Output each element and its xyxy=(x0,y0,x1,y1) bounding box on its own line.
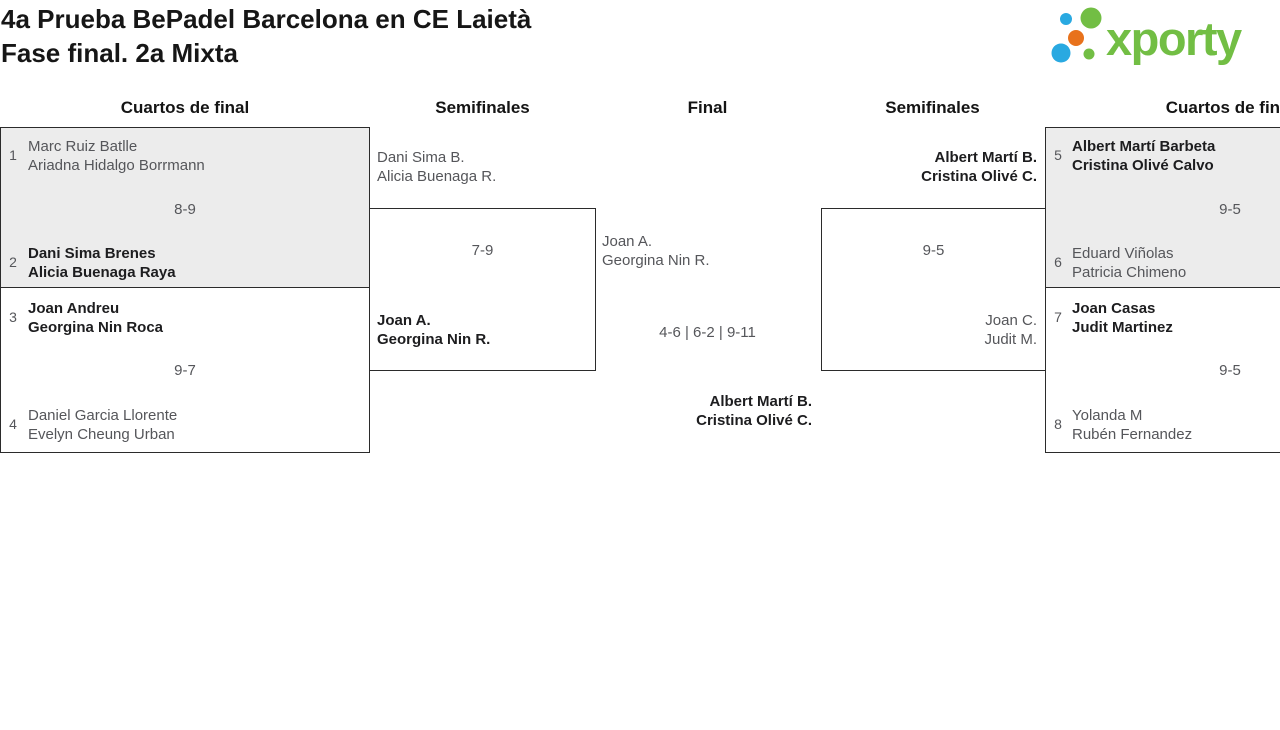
match-score: 9-5 xyxy=(1219,362,1241,379)
player-name: Cristina Olivé Calvo xyxy=(1072,157,1214,174)
team-pair: Albert Martí B. Cristina Olivé C. xyxy=(595,392,812,430)
player-name: Judit Martinez xyxy=(1072,319,1173,336)
match-score: 9-7 xyxy=(174,362,196,379)
team-pair: Marc Ruiz Batlle Ariadna Hidalgo Borrman… xyxy=(28,137,205,175)
team-pair: Albert Martí B. Cristina Olivé C. xyxy=(821,148,1037,186)
player-name: Alicia Buenaga Raya xyxy=(28,264,176,281)
player-name: Marc Ruiz Batlle xyxy=(28,138,138,155)
match-box-qf-right-bottom[interactable] xyxy=(1045,287,1280,453)
page-title: 4a Prueba BePadel Barcelona en CE Laietà xyxy=(1,4,532,34)
player-name: Judit M. xyxy=(984,331,1037,348)
logo-wordmark: xporty xyxy=(1106,12,1242,65)
xporty-logo[interactable]: xporty xyxy=(1046,2,1280,70)
player-name: Joan A. xyxy=(377,312,431,329)
player-name: Albert Martí B. xyxy=(709,393,812,410)
team-pair: Albert Martí Barbeta Cristina Olivé Calv… xyxy=(1072,137,1215,175)
match-score: 9-5 xyxy=(1219,201,1241,218)
seed-number: 6 xyxy=(1054,254,1062,270)
player-name: Cristina Olivé C. xyxy=(921,168,1037,185)
seed-number: 8 xyxy=(1054,416,1062,432)
team-pair: Joan A. Georgina Nin R. xyxy=(602,232,710,270)
match-box-qf-left-top[interactable] xyxy=(0,127,370,288)
player-name: Rubén Fernandez xyxy=(1072,426,1193,443)
seed-number: 1 xyxy=(9,147,17,163)
match-box-qf-right-top[interactable] xyxy=(1045,127,1280,288)
team-pair: Joan Casas Judit Martinez xyxy=(1072,299,1173,337)
player-name: Georgina Nin Roca xyxy=(28,319,164,336)
player-name: Albert Martí B. xyxy=(934,149,1037,166)
team-pair: Yolanda M Rubén Fernandez xyxy=(1072,406,1192,444)
team-pair: Joan Andreu Georgina Nin Roca xyxy=(28,299,163,337)
match-box-sf-left[interactable] xyxy=(369,208,596,371)
team-pair: Eduard Viñolas Patricia Chimeno xyxy=(1072,244,1186,282)
player-name: Joan C. xyxy=(985,312,1037,329)
player-name: Eduard Viñolas xyxy=(1072,245,1174,262)
match-score: 7-9 xyxy=(471,242,494,259)
page-subtitle: Fase final. 2a Mixta xyxy=(1,38,238,68)
player-name: Patricia Chimeno xyxy=(1072,264,1187,281)
xporty-logo-icon: xporty xyxy=(1051,7,1244,65)
match-box-qf-left-bottom[interactable] xyxy=(0,287,370,453)
player-name: Alicia Buenaga R. xyxy=(377,168,497,185)
match-score: 4-6 | 6-2 | 9-11 xyxy=(659,324,756,341)
player-name: Dani Sima B. xyxy=(377,149,465,166)
player-name: Evelyn Cheung Urban xyxy=(28,426,175,443)
player-name: Joan Andreu xyxy=(28,300,120,317)
logo-dot-green-large xyxy=(1080,7,1102,29)
round-header-final: Final xyxy=(687,98,728,117)
player-name: Georgina Nin R. xyxy=(377,331,491,348)
player-name: Albert Martí Barbeta xyxy=(1072,138,1216,155)
player-name: Joan A. xyxy=(602,233,653,250)
player-name: Cristina Olivé C. xyxy=(696,412,812,429)
team-pair: Dani Sima Brenes Alicia Buenaga Raya xyxy=(28,244,176,282)
logo-dot-orange xyxy=(1068,30,1084,46)
match-score: 9-5 xyxy=(922,242,945,259)
round-header-left-quarters: Cuartos de final xyxy=(120,98,250,117)
round-header-left-semis: Semifinales xyxy=(435,98,530,117)
team-pair: Joan A. Georgina Nin R. xyxy=(377,311,490,349)
match-box-sf-right[interactable] xyxy=(821,208,1046,371)
seed-number: 7 xyxy=(1054,309,1062,325)
player-name: Yolanda M xyxy=(1072,407,1143,424)
seed-number: 2 xyxy=(9,254,17,270)
logo-dot-blue-large xyxy=(1051,43,1071,63)
logo-dot-blue-small xyxy=(1060,13,1072,25)
player-name: Dani Sima Brenes xyxy=(28,245,156,262)
team-pair: Joan C. Judit M. xyxy=(821,311,1037,349)
seed-number: 3 xyxy=(9,309,17,325)
player-name: Ariadna Hidalgo Borrmann xyxy=(28,157,205,174)
round-header-right-semis: Semifinales xyxy=(885,98,980,117)
team-pair: Dani Sima B. Alicia Buenaga R. xyxy=(377,148,496,186)
round-header-right-quarters: Cuartos de final xyxy=(1165,98,1280,117)
match-score: 8-9 xyxy=(174,201,196,218)
player-name: Daniel Garcia Llorente xyxy=(28,407,178,424)
team-pair: Daniel Garcia Llorente Evelyn Cheung Urb… xyxy=(28,406,177,444)
player-name: Joan Casas xyxy=(1072,300,1156,317)
seed-number: 4 xyxy=(9,416,17,432)
logo-dot-green-small xyxy=(1083,48,1095,60)
seed-number: 5 xyxy=(1054,147,1062,163)
player-name: Georgina Nin R. xyxy=(602,252,710,269)
